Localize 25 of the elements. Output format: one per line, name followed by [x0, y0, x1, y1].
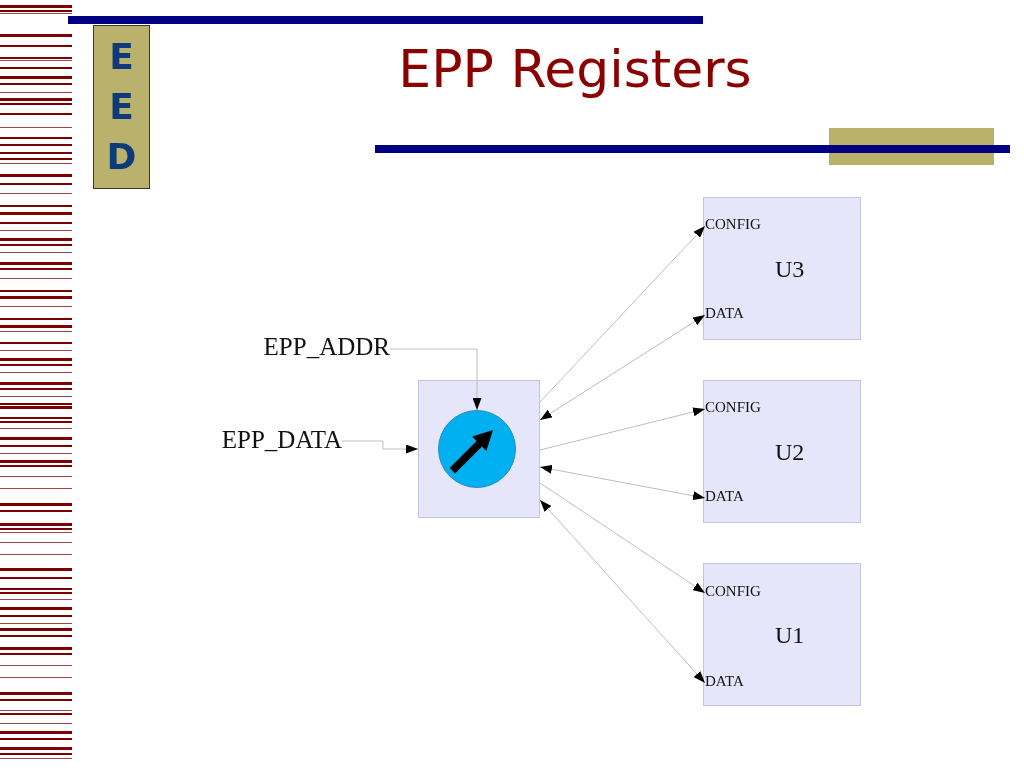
arrow [539, 225, 706, 403]
signal-label: EPP_DATA [215, 423, 342, 457]
port-label: CONFIG [705, 398, 763, 416]
arrow [539, 482, 706, 594]
unit-label: U2 [775, 438, 805, 466]
arrow [389, 348, 482, 411]
arrow [539, 407, 706, 451]
port-label: DATA [705, 672, 749, 690]
unit-box [703, 197, 861, 340]
signal-label: EPP_ADDR [262, 330, 390, 364]
arrow [341, 440, 419, 454]
arrow [539, 314, 706, 421]
mux-box [418, 380, 540, 518]
unit-label: U3 [775, 255, 805, 283]
port-label: DATA [705, 487, 749, 505]
arrow [539, 464, 706, 501]
port-label: DATA [705, 304, 749, 322]
slide-title: EPP Registers [398, 38, 752, 100]
letter-panel: EED [93, 25, 150, 189]
unit-label: U1 [775, 621, 805, 649]
arrow [539, 499, 706, 684]
unit-box [703, 380, 861, 523]
port-label: CONFIG [705, 582, 763, 600]
unit-box [703, 563, 861, 706]
port-label: CONFIG [705, 215, 763, 233]
